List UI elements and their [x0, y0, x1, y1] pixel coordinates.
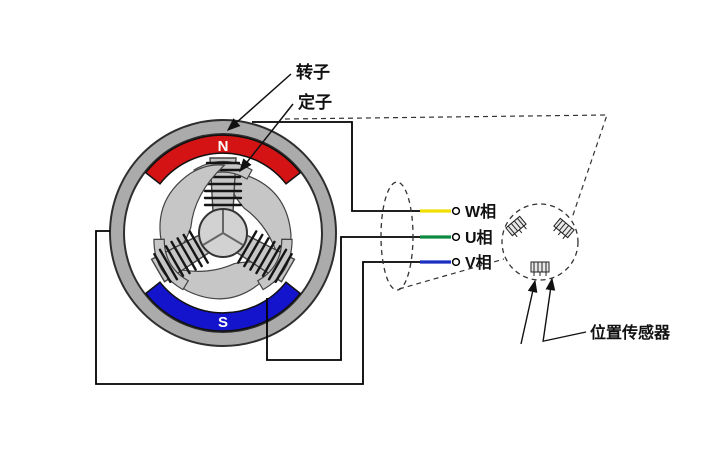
magnet-n [144, 134, 302, 185]
phase-u-terminal [451, 232, 461, 242]
phase-v-label: V相 [465, 253, 492, 272]
sensor-arrow-2 [542, 277, 556, 343]
sensor-circle [501, 203, 579, 281]
stator-leader-line [239, 103, 294, 173]
stator-ring [110, 120, 336, 346]
rotor-leader-line [226, 73, 292, 131]
phase-wiring [95, 121, 421, 385]
position-sensor-label: 位置传感器 [590, 323, 671, 342]
stator-ring-inner-outline [123, 133, 323, 333]
sensor-label-line [543, 331, 587, 342]
sensor-arrow-1 [520, 279, 538, 345]
rotor-arm-right [162, 230, 296, 300]
rotor-label: 转子 [296, 62, 330, 82]
phase-u-wire [266, 236, 421, 361]
stator-label: 定子 [298, 92, 332, 112]
magnet-s [144, 281, 302, 332]
coil-winding [153, 230, 209, 284]
phase-v-wire [95, 230, 421, 385]
rotor-arm-left [150, 164, 226, 291]
coil-winding [237, 230, 293, 284]
phase-w-wire [252, 121, 421, 212]
rotor-blade [159, 164, 226, 254]
hall-sensor-bottom [530, 261, 550, 276]
pole-s-label: S [218, 314, 228, 331]
phase-u-label: U相 [465, 228, 493, 247]
dashed-callout-line-bottom [398, 258, 505, 290]
pole-n-label: N [218, 138, 229, 155]
hall-sensor-right [553, 217, 575, 240]
hall-sensor-left [505, 215, 527, 238]
rotor [150, 157, 296, 300]
stator-ring-outer-outline [109, 119, 337, 347]
shaft-mark [202, 210, 244, 246]
phase-w-label: W相 [465, 202, 496, 221]
motor-assembly: N S [109, 119, 337, 347]
dashed-callout-line-top [284, 114, 608, 219]
coil-winding [203, 161, 243, 207]
wire-bundle-ellipse [380, 181, 414, 291]
sensor-detail: 位置传感器 [284, 114, 671, 345]
phase-w-terminal [451, 206, 461, 216]
phase-v-terminal [451, 257, 461, 267]
